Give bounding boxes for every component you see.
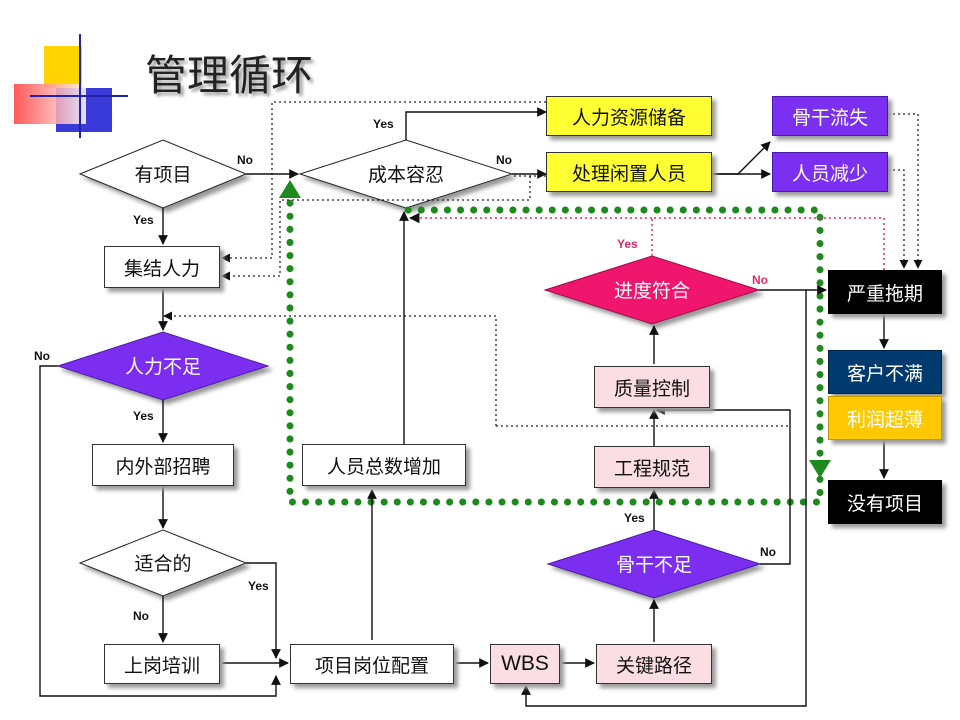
label-no-5: No xyxy=(752,273,768,287)
label-yes-2: Yes xyxy=(133,213,154,227)
node-chu-li-xian-zhi: 处理闲置人员 xyxy=(546,152,712,192)
node-ren-li-chu-bei: 人力资源储备 xyxy=(546,96,712,136)
node-shang-gang-pei-xun: 上岗培训 xyxy=(104,644,220,684)
label-no-4: No xyxy=(133,609,149,623)
pink-dotted-yes xyxy=(651,217,885,274)
label-no-2: No xyxy=(496,153,512,167)
node-nei-wai-bu-zhao-pin: 内外部招聘 xyxy=(92,444,234,486)
node-zhi-liang-kong-zhi: 质量控制 xyxy=(594,366,710,408)
node-guan-jian-lu-jing: 关键路径 xyxy=(596,644,712,684)
label-no-1: No xyxy=(237,153,253,167)
green-arrow-up xyxy=(279,180,301,198)
label-shi-he-de: 适合的 xyxy=(134,553,191,575)
dotted-connectors xyxy=(163,101,923,427)
green-dotted-loop xyxy=(286,186,824,506)
label-yes-5: Yes xyxy=(617,237,638,251)
node-gang-wei-pei-zhi: 项目岗位配置 xyxy=(290,644,454,684)
label-cheng-ben: 成本容忍 xyxy=(368,164,444,186)
node-yan-zhong-tuo-qi: 严重拖期 xyxy=(828,270,942,314)
node-gu-gan-liu-shi: 骨干流失 xyxy=(772,96,888,136)
label-yes-3: Yes xyxy=(133,409,154,423)
node-ren-yuan-zeng-jia: 人员总数增加 xyxy=(302,444,466,486)
label-yes-6: Yes xyxy=(624,511,645,525)
label-jin-du-fu-he: 进度符合 xyxy=(614,280,690,302)
node-ji-jie-ren-li: 集结人力 xyxy=(104,246,220,288)
label-gu-gan-bu-zu: 骨干不足 xyxy=(616,554,692,576)
node-wbs: WBS xyxy=(490,644,560,684)
green-arrow-down xyxy=(809,460,831,478)
node-gong-cheng-gui-fan: 工程规范 xyxy=(594,446,710,488)
label-you-xiang-mu: 有项目 xyxy=(134,164,191,186)
label-yes-1: Yes xyxy=(373,117,394,131)
diamond-ren-li-bu-zu xyxy=(56,331,270,401)
page-title: 管理循环 xyxy=(145,51,314,100)
solid-connectors xyxy=(39,107,889,707)
node-ke-hu-bu-man: 客户不满 xyxy=(828,350,942,394)
label-no-3: No xyxy=(34,349,50,363)
node-mei-you-xiang-mu: 没有项目 xyxy=(828,480,942,524)
node-li-run-chao-bao: 利润超薄 xyxy=(828,396,942,440)
label-no-6: No xyxy=(760,545,776,559)
label-ren-li-bu-zu: 人力不足 xyxy=(125,356,201,378)
node-ren-yuan-jian-shao: 人员减少 xyxy=(772,152,888,192)
label-yes-4: Yes xyxy=(248,579,269,593)
logo-decoration xyxy=(14,34,128,138)
